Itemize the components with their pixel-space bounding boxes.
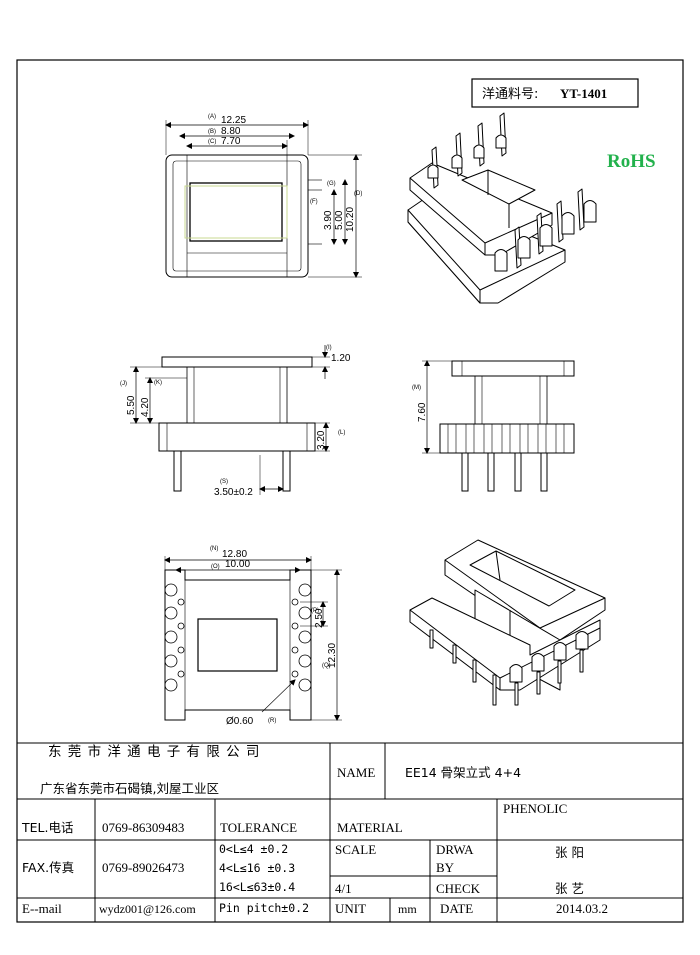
dim-value-b: 8.80 [221, 126, 241, 137]
dim-label-o: (O) [211, 564, 220, 570]
dim-label-j: (J) [120, 381, 127, 387]
unit-label: UNIT [335, 901, 367, 916]
name-value: EE14 骨架立式 4+4 [405, 765, 522, 780]
dim-label-p: (P) [311, 608, 319, 614]
company-name: 东 莞 市 洋 通 电 子 有 限 公 司 [48, 744, 261, 760]
scale-label: SCALE [335, 842, 377, 857]
dim-label-b: (B) [208, 129, 216, 135]
dim-value-o: 10.00 [225, 559, 250, 570]
dim-label-a: (A) [208, 114, 216, 120]
dim-value-a: 12.25 [221, 115, 246, 126]
dim-label-r: (R) [268, 718, 276, 724]
dim-value-e: 3.90 [323, 210, 334, 230]
tolerance-rule-4: Pin pitch±0.2 [219, 901, 310, 915]
dim-label-n: (N) [210, 546, 218, 552]
dim-label-f: (F) [310, 199, 318, 205]
dim-label-k: (K) [154, 380, 162, 386]
dim-label-c: (C) [208, 139, 216, 145]
dim-value-l: 3.20 [316, 430, 327, 450]
dim-label-q: (Q) [322, 663, 331, 669]
drawn-by-label-2: BY [436, 860, 455, 875]
front-view [130, 345, 330, 495]
rohs-mark: RoHS [607, 151, 656, 172]
tolerance-rule-1: 0<L≤4 ±0.2 [219, 842, 289, 856]
email-label: E--mail [22, 901, 62, 916]
tolerance-rule-2: 4<L≤16 ±0.3 [219, 861, 296, 875]
tolerance-label: TOLERANCE [220, 820, 298, 835]
sheet-border [16, 59, 684, 923]
dim-value-n: 12.80 [222, 549, 247, 560]
isometric-view-bottom [409, 539, 606, 706]
dim-label-d: (D) [354, 191, 362, 197]
dim-label-g: (G) [327, 181, 336, 187]
title-block-grid [17, 742, 683, 922]
dim-value-f: 5.00 [334, 210, 345, 230]
dim-value-i: 1.20 [331, 353, 351, 364]
dim-label-l: (L) [338, 430, 345, 436]
side-view [422, 360, 575, 492]
dim-value-q: 12.30 [327, 643, 338, 668]
dim-label-i: (I) [326, 345, 332, 351]
company-address: 广东省东莞市石碣镇,刘屋工业区 [40, 781, 219, 796]
fax-label: FAX.传真 [22, 860, 75, 875]
name-label: NAME [337, 765, 376, 780]
top-view [165, 120, 362, 278]
top-view-dimensions: (A) 12.25 (B) 8.80 (C) 7.70 (G) (F) (D) … [208, 114, 362, 232]
material-value: PHENOLIC [503, 801, 568, 816]
part-number-box: 洋通料号: YT-1401 [471, 78, 639, 108]
material-label: MATERIAL [337, 820, 403, 835]
tel-value: 0769-86309483 [102, 820, 185, 835]
bottom-view-dimensions: (N) 12.80 (O) 10.00 (P) 2.50 (Q) 12.30 Ø… [210, 546, 338, 727]
dim-label-s: (S) [220, 479, 228, 485]
dim-value-j: 5.50 [126, 395, 137, 415]
dim-value-p: 2.50 [314, 608, 325, 628]
dim-value-s: 3.50±0.2 [214, 487, 253, 498]
dim-value-r: Ø0.60 [226, 716, 254, 727]
tel-label: TEL.电话 [22, 820, 74, 835]
front-view-dimensions: (I) 1.20 (J) (K) 5.50 4.20 (L) 3.20 (S) … [120, 345, 351, 498]
drawn-by-label-1: DRWA [436, 842, 474, 857]
dim-value-c: 7.70 [221, 136, 241, 147]
date-label: DATE [440, 901, 474, 916]
tolerance-rule-3: 16<L≤63±0.4 [219, 880, 296, 894]
email-value[interactable]: wydz001@126.com [99, 902, 196, 916]
unit-value: mm [398, 902, 417, 916]
drawn-by-value: 张 阳 [555, 845, 584, 860]
fax-value: 0769-89026473 [102, 860, 185, 875]
scale-value: 4/1 [335, 881, 352, 896]
dim-label-m: (M) [412, 385, 421, 391]
bottom-view [164, 556, 342, 721]
date-value: 2014.03.2 [556, 901, 608, 916]
part-number-label: 洋通料号: [482, 87, 538, 102]
check-value: 张 艺 [555, 881, 584, 896]
dim-value-g: 10.20 [345, 207, 356, 232]
dim-value-k: 4.20 [140, 397, 151, 417]
part-number-value: YT-1401 [560, 86, 607, 101]
isometric-view-top [407, 112, 597, 304]
dim-value-m: 7.60 [417, 402, 428, 422]
check-label: CHECK [436, 881, 481, 896]
